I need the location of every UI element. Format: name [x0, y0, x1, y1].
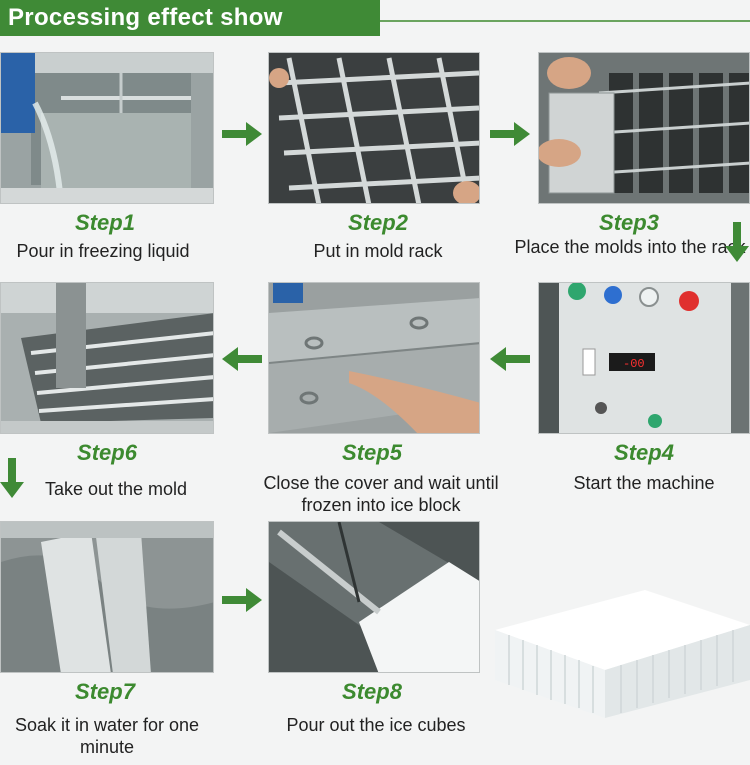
- step5-title: Step5: [342, 440, 402, 465]
- arrow-left-icon: [490, 347, 530, 371]
- panel-display: -00: [623, 357, 645, 371]
- step5-desc: Close the cover and wait until frozen in…: [263, 473, 499, 515]
- step8-title: Step8: [342, 679, 402, 704]
- step6-photo: [0, 282, 214, 434]
- step3-desc: Place the molds into the rack: [514, 237, 746, 257]
- step7-title: Step7: [75, 679, 135, 704]
- step3-title: Step3: [599, 210, 659, 235]
- ice-blocks-image: [495, 590, 750, 720]
- arrow-down-icon: [0, 458, 24, 498]
- step7-photo: [0, 521, 214, 673]
- arrow-down-icon: [725, 222, 749, 262]
- step1-photo: [0, 52, 214, 204]
- step1-title: Step1: [75, 210, 135, 235]
- step6-desc: Take out the mold: [44, 479, 188, 499]
- step2-title: Step2: [348, 210, 408, 235]
- arrow-left-icon: [222, 347, 262, 371]
- step2-photo: [268, 52, 480, 204]
- step4-photo: -00: [538, 282, 750, 434]
- arrow-right-icon: [490, 122, 530, 146]
- step8-desc: Pour out the ice cubes: [286, 715, 466, 735]
- section-title: Processing effect show: [0, 0, 380, 36]
- step8-photo: [268, 521, 480, 673]
- step5-photo: [268, 282, 480, 434]
- step2-desc: Put in mold rack: [313, 241, 443, 261]
- step3-photo: [538, 52, 750, 204]
- step6-title: Step6: [77, 440, 137, 465]
- arrow-right-icon: [222, 122, 262, 146]
- arrow-right-icon: [222, 588, 262, 612]
- step4-desc: Start the machine: [573, 473, 715, 493]
- title-underline: [380, 20, 750, 22]
- step7-desc: Soak it in water for one minute: [14, 715, 200, 757]
- step1-desc: Pour in freezing liquid: [16, 241, 190, 261]
- step4-title: Step4: [614, 440, 674, 465]
